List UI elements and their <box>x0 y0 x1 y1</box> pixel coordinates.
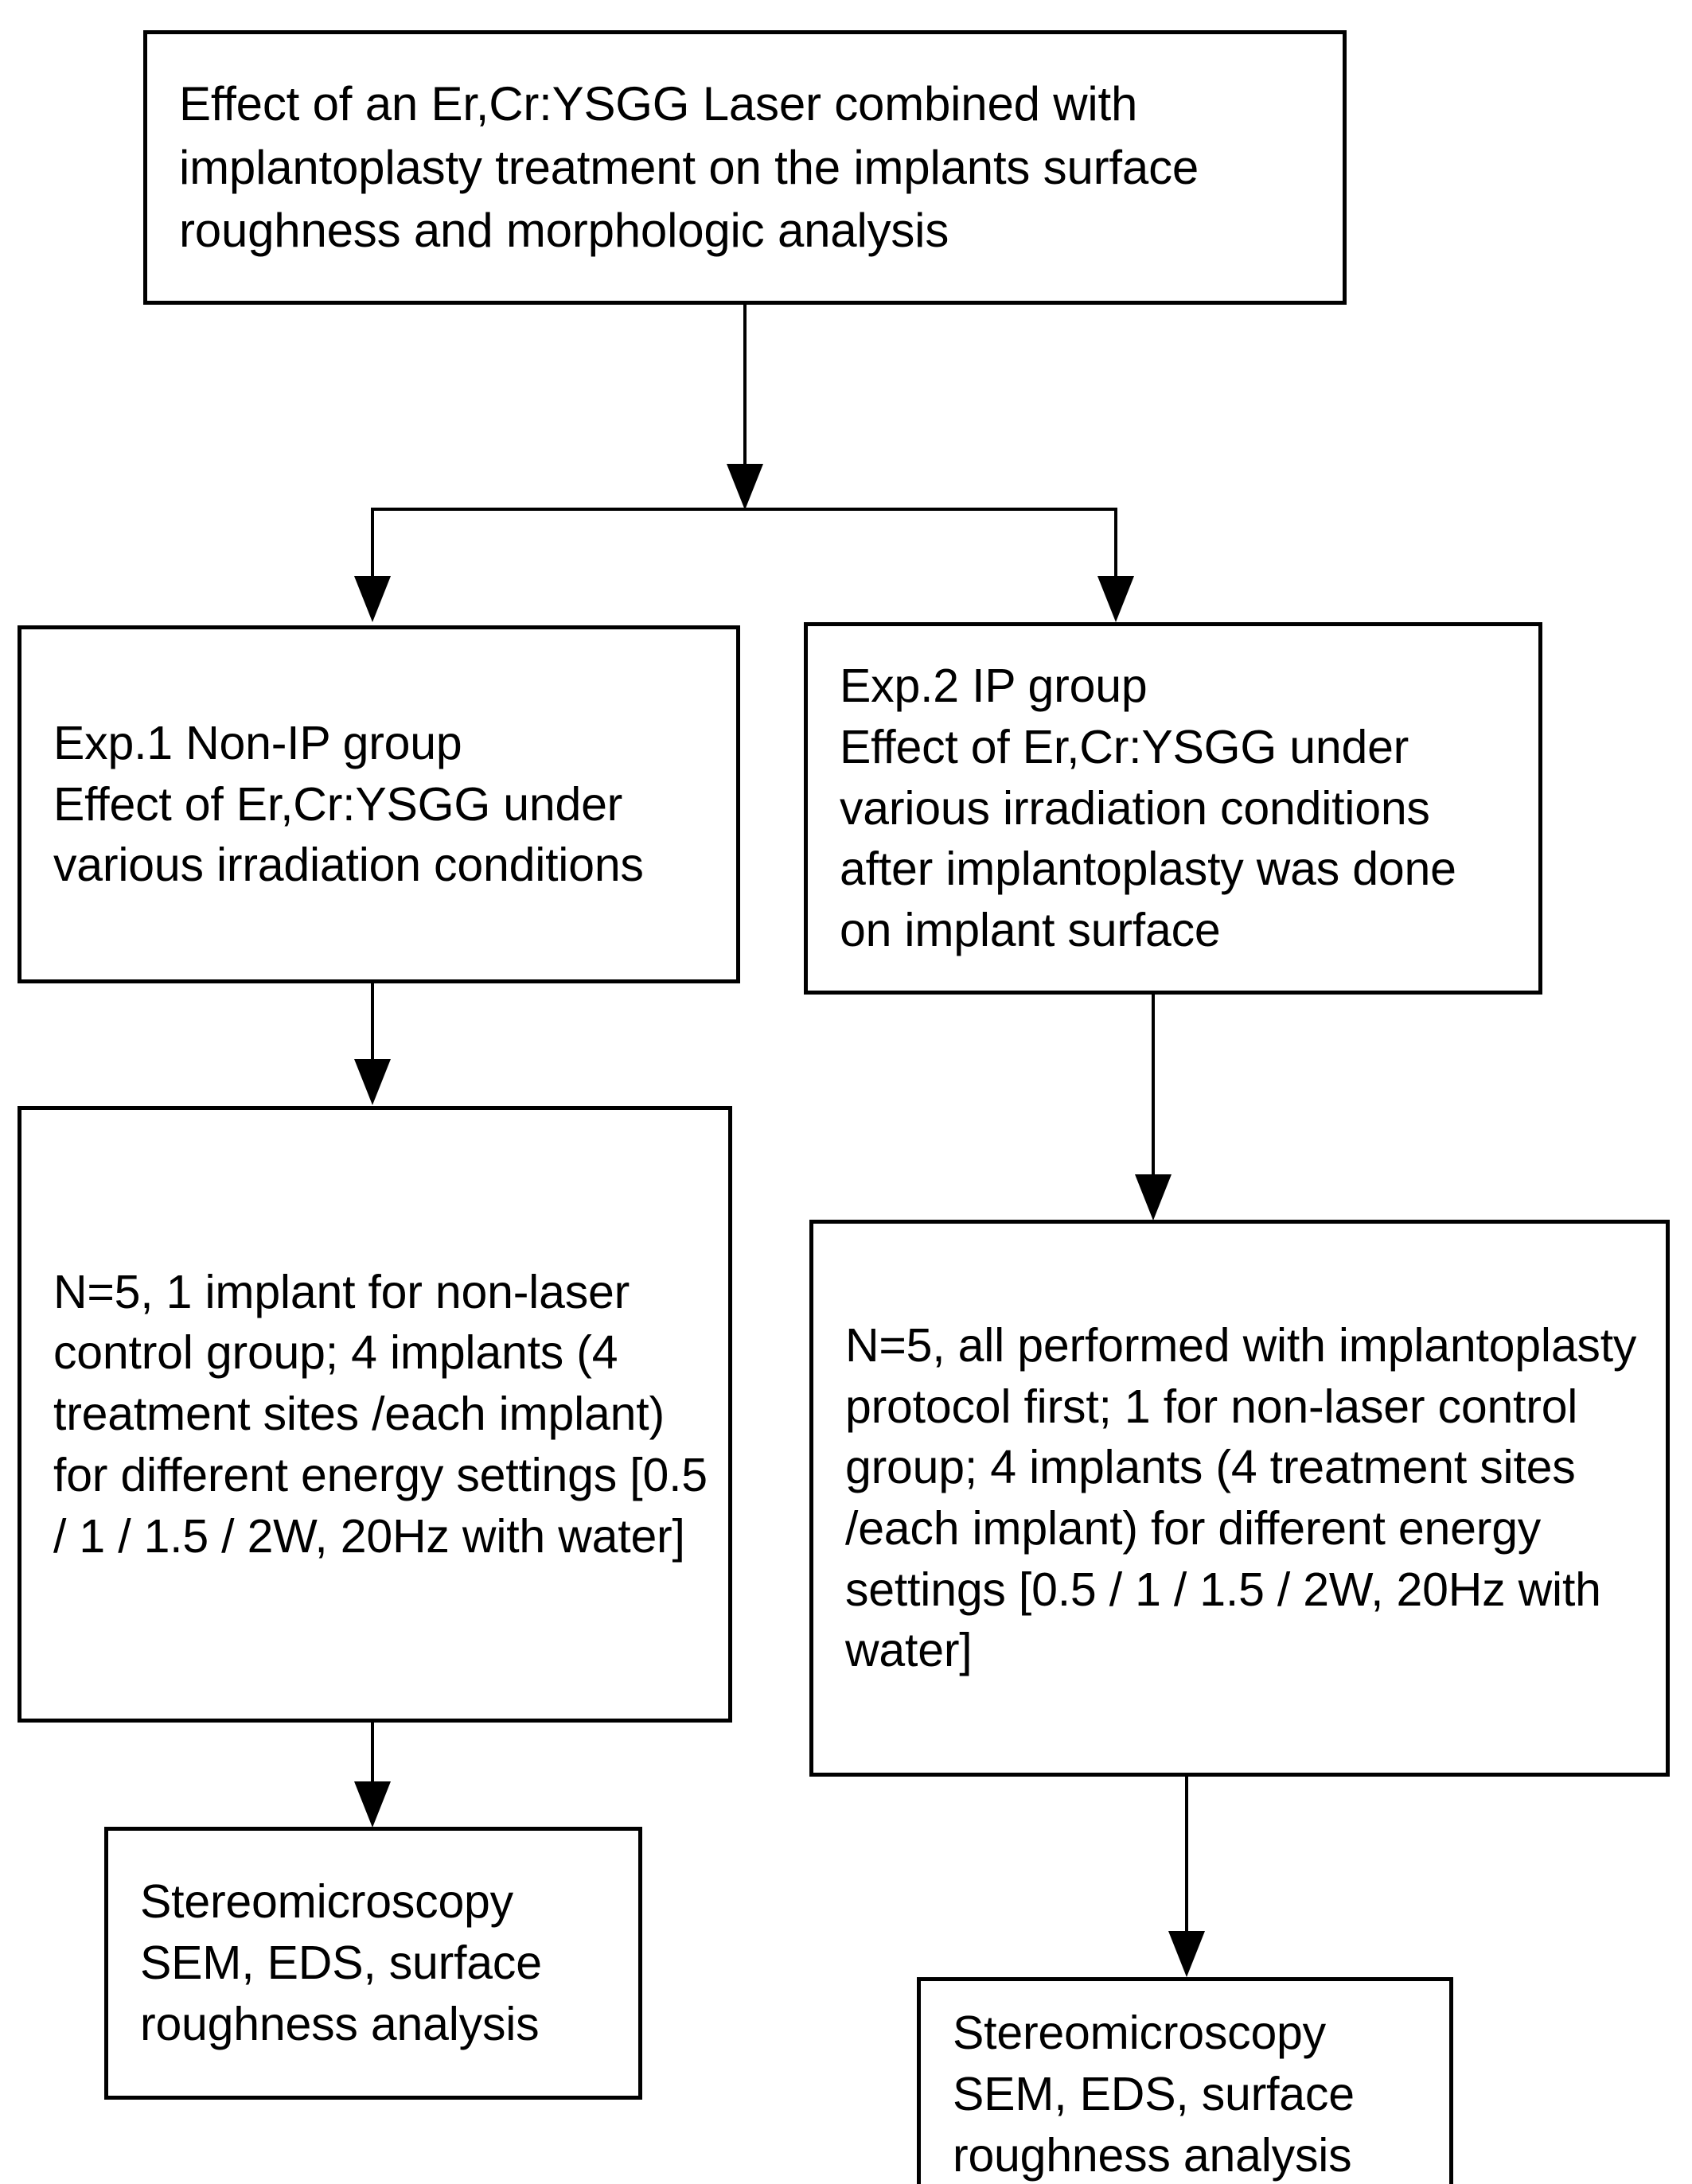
flowchart-node-exp1-output-text: Stereomicroscopy SEM, EDS, surface rough… <box>140 1875 542 2050</box>
connector-split-left-arrowhead <box>354 576 391 622</box>
flowchart-node-exp1-sample: N=5, 1 implant for non-laser control gro… <box>18 1106 732 1723</box>
connector-exp1-to-sample-arrowhead <box>354 1059 391 1105</box>
connector-title-to-split-line <box>743 305 747 472</box>
flowchart-node-title: Effect of an Er,Cr:YSGG Laser combined w… <box>143 30 1347 305</box>
connector-split-left-line <box>371 508 374 579</box>
flowchart-node-exp2-sample-text: N=5, all performed with implantoplasty p… <box>845 1318 1637 1677</box>
flowchart-node-exp2-sample: N=5, all performed with implantoplasty p… <box>809 1220 1670 1777</box>
connector-exp1-to-sample-line <box>371 983 374 1063</box>
flowchart-node-exp1-sample-text: N=5, 1 implant for non-laser control gro… <box>53 1265 708 1563</box>
connector-exp2-to-sample-line <box>1152 995 1155 1178</box>
connector-exp1-sample-to-output-arrowhead <box>354 1781 391 1828</box>
connector-exp2-sample-to-output-arrowhead <box>1168 1931 1205 1977</box>
connector-split-right-arrowhead <box>1097 576 1134 622</box>
flowchart-node-exp2-group: Exp.2 IP group Effect of Er,Cr:YSGG unde… <box>804 622 1542 995</box>
flowchart-node-exp2-output: Stereomicroscopy SEM, EDS, surface rough… <box>917 1977 1453 2184</box>
connector-exp1-sample-to-output-line <box>371 1723 374 1785</box>
flowchart-node-exp1-group: Exp.1 Non-IP group Effect of Er,Cr:YSGG … <box>18 625 740 983</box>
flowchart-node-title-text: Effect of an Er,Cr:YSGG Laser combined w… <box>179 76 1199 258</box>
connector-exp2-sample-to-output-line <box>1185 1777 1188 1934</box>
connector-title-to-split-arrowhead <box>727 464 763 510</box>
connector-split-horizontal-bar <box>371 508 1117 511</box>
connector-split-right-line <box>1114 508 1117 579</box>
connector-exp2-to-sample-arrowhead <box>1135 1174 1172 1220</box>
flowchart-node-exp1-group-text: Exp.1 Non-IP group Effect of Er,Cr:YSGG … <box>53 716 644 892</box>
flowchart-node-exp2-output-text: Stereomicroscopy SEM, EDS, surface rough… <box>953 2007 1355 2182</box>
flowchart-node-exp2-group-text: Exp.2 IP group Effect of Er,Cr:YSGG unde… <box>840 660 1456 957</box>
flowchart-node-exp1-output: Stereomicroscopy SEM, EDS, surface rough… <box>104 1827 642 2100</box>
